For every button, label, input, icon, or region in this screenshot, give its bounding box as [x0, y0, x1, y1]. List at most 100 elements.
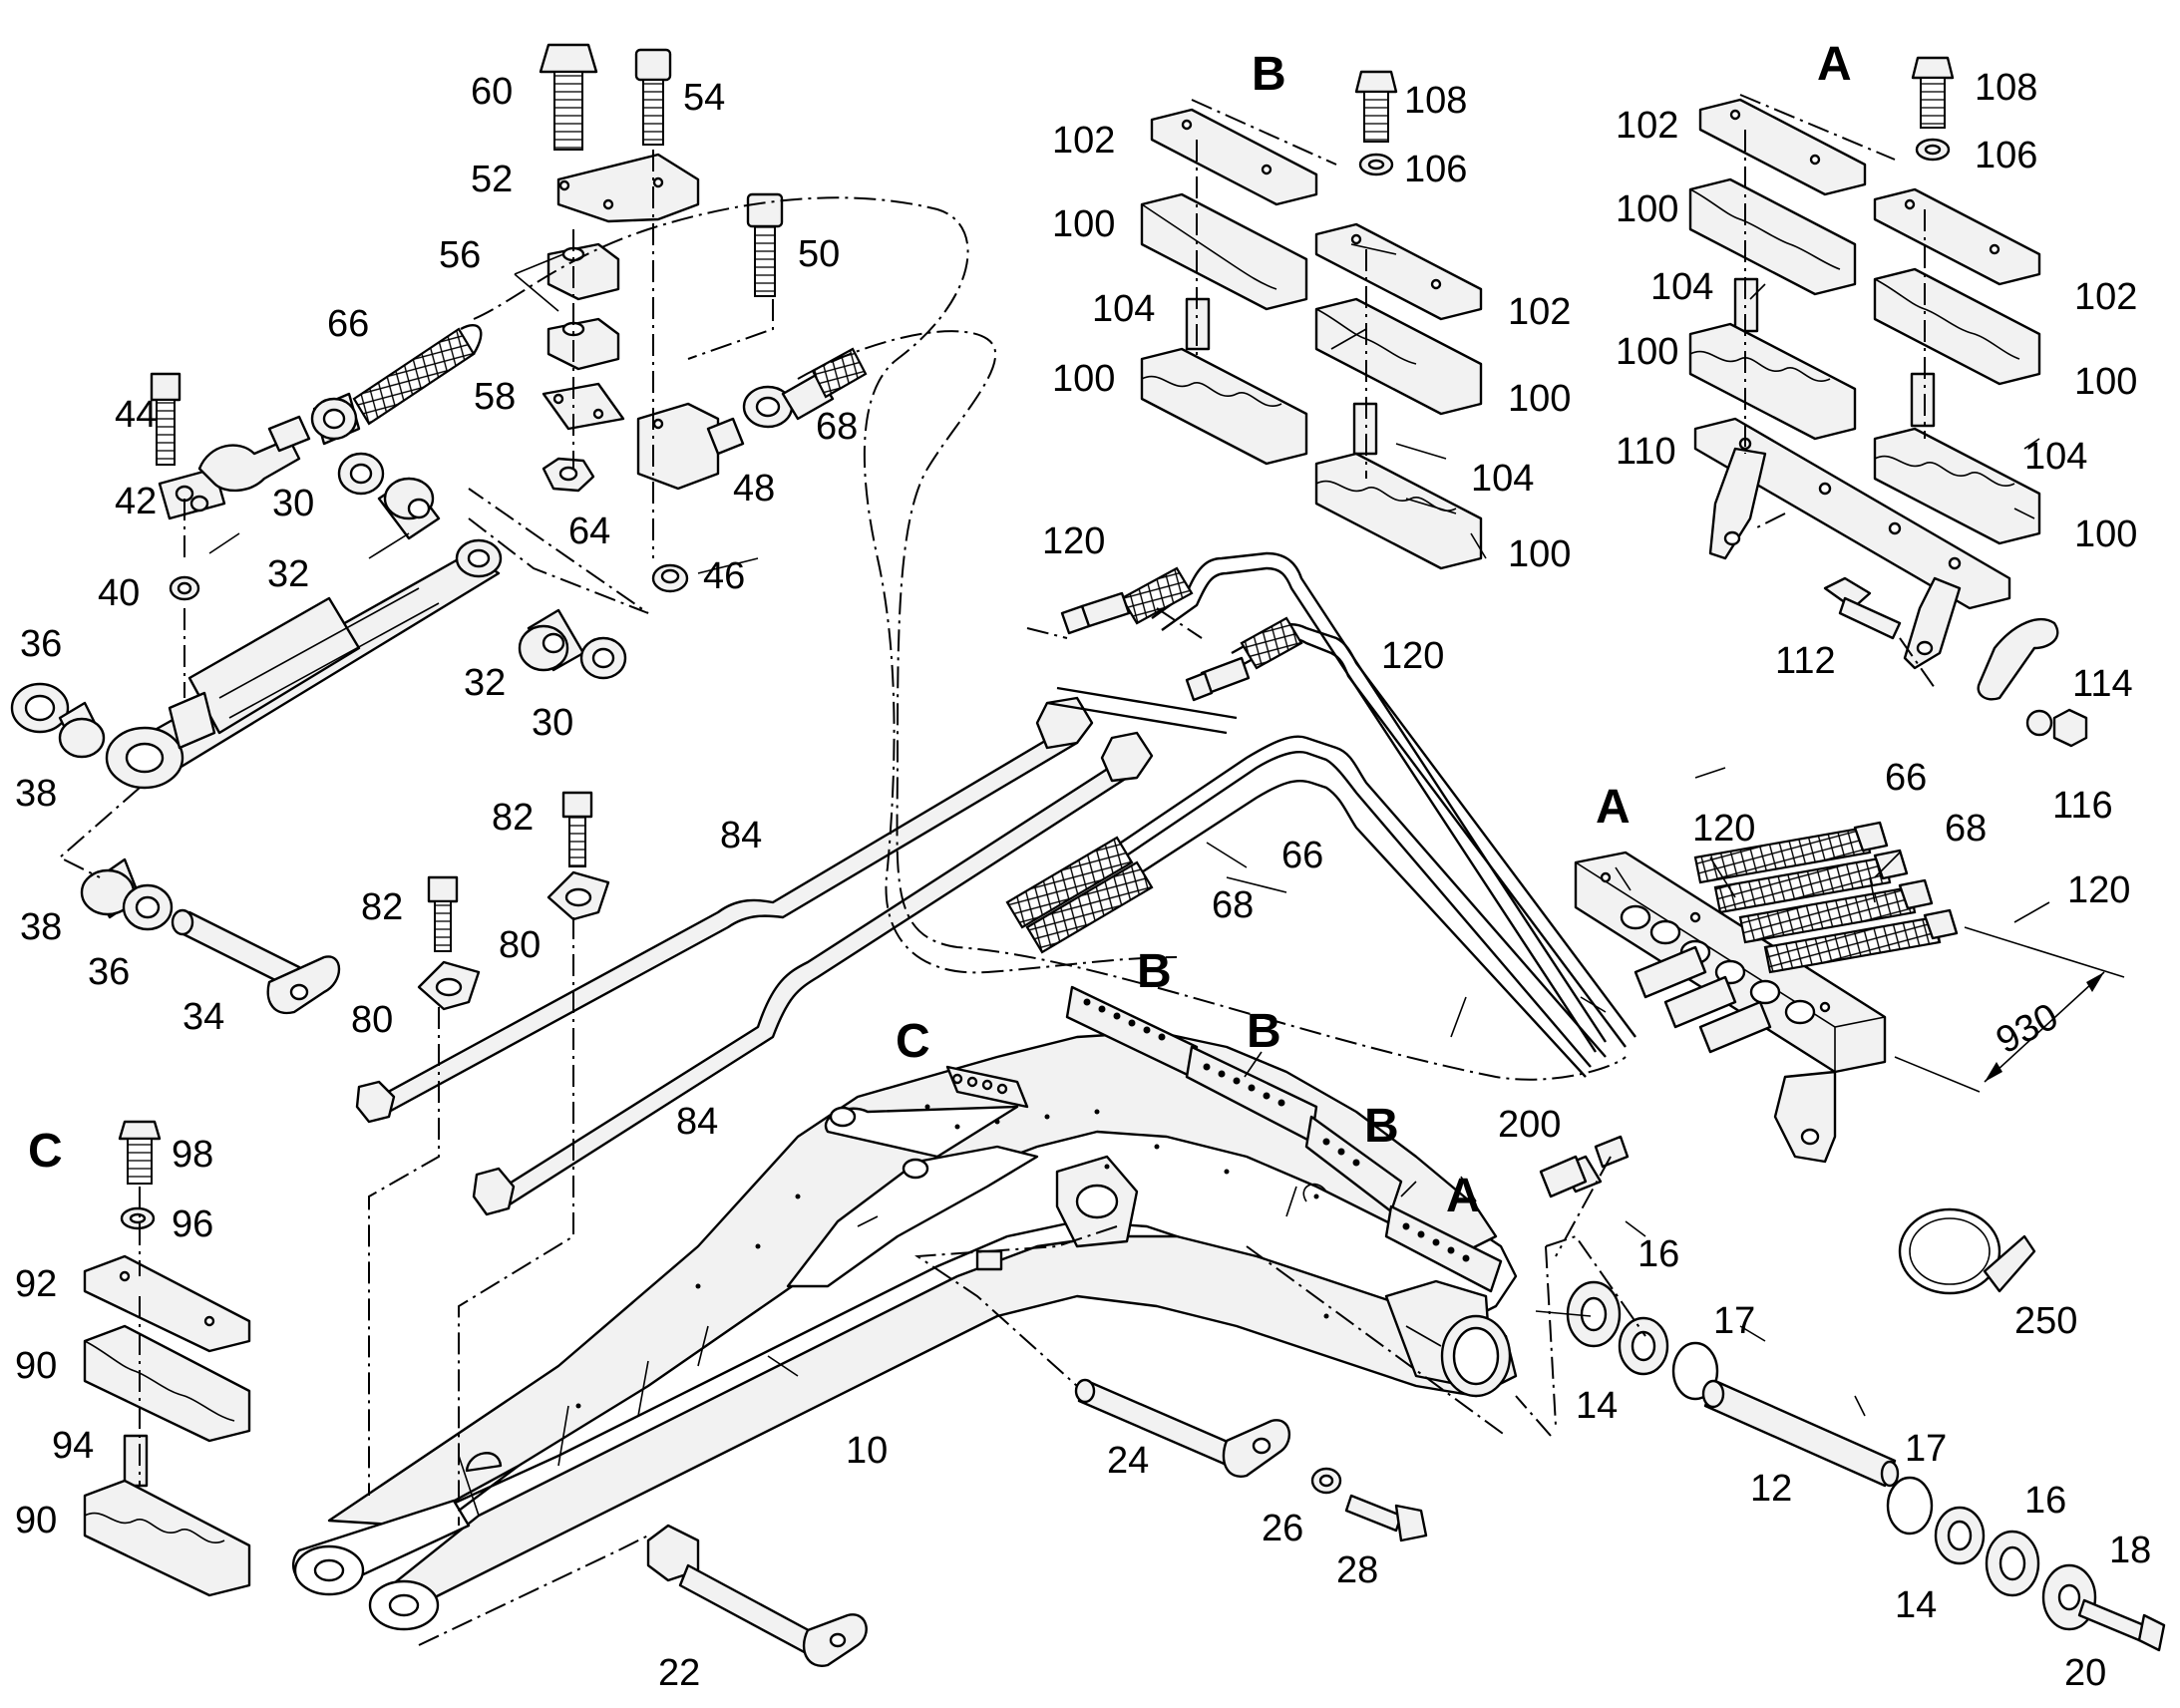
label-112: 112 — [1775, 640, 1836, 682]
section-a-top: A — [1817, 38, 1852, 91]
label-116: 116 — [2052, 785, 2113, 827]
label-90b: 90 — [15, 1500, 57, 1541]
label-104c: 104 — [1650, 266, 1713, 308]
section-c-left: C — [28, 1125, 63, 1178]
label-120b: 120 — [1381, 635, 1444, 677]
label-250: 250 — [2014, 1300, 2077, 1342]
part-labels: 60 54 52 50 56 66 44 42 58 68 30 48 64 3… — [15, 67, 2151, 1694]
pin-24 — [1074, 1378, 1291, 1478]
label-24: 24 — [1107, 1440, 1149, 1482]
pipe-84-upper — [355, 696, 1094, 1124]
label-200: 200 — [1498, 1104, 1561, 1146]
hose-66-top — [310, 323, 483, 446]
label-100b: 100 — [1052, 358, 1115, 400]
pin-34 — [171, 908, 341, 1015]
label-108b: 108 — [1975, 67, 2037, 109]
plate-102b-2 — [1314, 222, 1483, 321]
label-100d: 100 — [1508, 533, 1571, 575]
label-40: 40 — [98, 572, 140, 614]
bolt-82a — [427, 875, 459, 952]
label-28: 28 — [1336, 1549, 1378, 1591]
label-30a: 30 — [272, 483, 314, 524]
label-100e: 100 — [1616, 188, 1678, 230]
label-100h: 100 — [2074, 513, 2137, 555]
label-14b: 14 — [1895, 1584, 1937, 1626]
label-16a: 16 — [1637, 1233, 1679, 1275]
label-106a: 106 — [1404, 149, 1467, 190]
pipes-66-68 — [1005, 735, 1607, 1078]
label-20: 20 — [2064, 1652, 2106, 1694]
label-58: 58 — [474, 376, 516, 418]
block-100b-1 — [1140, 192, 1308, 311]
section-b-boom-2: B — [1247, 1005, 1281, 1058]
spacer-94 — [123, 1434, 149, 1488]
bolt-50 — [746, 192, 784, 297]
label-84a: 84 — [720, 815, 762, 856]
clamp-c-on-boom — [945, 1065, 1029, 1109]
label-12: 12 — [1750, 1468, 1792, 1510]
section-b-top: B — [1252, 48, 1286, 101]
label-54: 54 — [683, 77, 725, 119]
bolt-60 — [539, 43, 598, 151]
label-80a: 80 — [499, 924, 541, 966]
label-102a: 102 — [1052, 120, 1115, 162]
cylinder-washers — [10, 452, 627, 931]
pin-22 — [646, 1524, 868, 1667]
label-36a: 36 — [20, 623, 62, 665]
bolt-28 — [1344, 1494, 1428, 1542]
label-84b: 84 — [676, 1101, 718, 1143]
foot-pin-parts — [1566, 1280, 2166, 1652]
label-22: 22 — [658, 1652, 700, 1694]
label-114: 114 — [2072, 663, 2133, 705]
label-32b: 32 — [464, 662, 506, 704]
label-92: 92 — [15, 1263, 57, 1305]
label-102b: 102 — [1508, 291, 1571, 333]
oring-17b — [1886, 1476, 1934, 1536]
label-66c: 66 — [1885, 757, 1927, 799]
block-48 — [636, 402, 745, 491]
label-68a: 68 — [816, 406, 858, 448]
label-102c: 102 — [1616, 105, 1678, 147]
clamp-56 — [546, 242, 620, 371]
label-26: 26 — [1262, 1508, 1303, 1549]
label-108a: 108 — [1404, 80, 1467, 122]
dimension-930 — [1894, 926, 2125, 1093]
label-98: 98 — [172, 1134, 213, 1176]
label-14a: 14 — [1576, 1385, 1618, 1427]
section-c-boom: C — [896, 1015, 930, 1068]
label-48: 48 — [733, 468, 775, 510]
label-120c: 120 — [1692, 808, 1755, 850]
label-94: 94 — [52, 1425, 94, 1467]
label-34: 34 — [182, 996, 224, 1038]
plate-52 — [556, 153, 700, 223]
section-b-boom-1: B — [1137, 945, 1172, 998]
label-17a: 17 — [1713, 1300, 1755, 1342]
label-100f: 100 — [1616, 331, 1678, 373]
label-104d: 104 — [2024, 436, 2087, 478]
clamp-set-c — [83, 1120, 251, 1597]
section-a-mid: A — [1596, 781, 1631, 834]
boom-10 — [291, 985, 1518, 1631]
label-96: 96 — [172, 1203, 213, 1245]
bolt-20 — [2077, 1598, 2146, 1642]
label-66a: 66 — [327, 303, 369, 345]
label-120d: 120 — [2067, 869, 2130, 911]
label-110: 110 — [1616, 431, 1676, 473]
label-10: 10 — [846, 1430, 888, 1472]
fitting-200 — [1539, 1135, 1630, 1198]
label-38b: 38 — [20, 906, 62, 948]
label-66b: 66 — [1281, 835, 1323, 876]
label-100c: 100 — [1508, 378, 1571, 420]
label-46: 46 — [703, 555, 745, 597]
label-106b: 106 — [1975, 135, 2037, 176]
label-30b: 30 — [532, 702, 573, 744]
boom-rivets — [575, 1104, 1329, 1409]
label-100g: 100 — [2074, 361, 2137, 403]
section-b-boom-3: B — [1364, 1100, 1399, 1153]
label-104a: 104 — [1092, 288, 1155, 330]
plate-102b-1 — [1150, 108, 1318, 206]
bolt-54 — [634, 48, 672, 146]
block-100b-2 — [1140, 347, 1308, 466]
label-42: 42 — [115, 481, 157, 522]
